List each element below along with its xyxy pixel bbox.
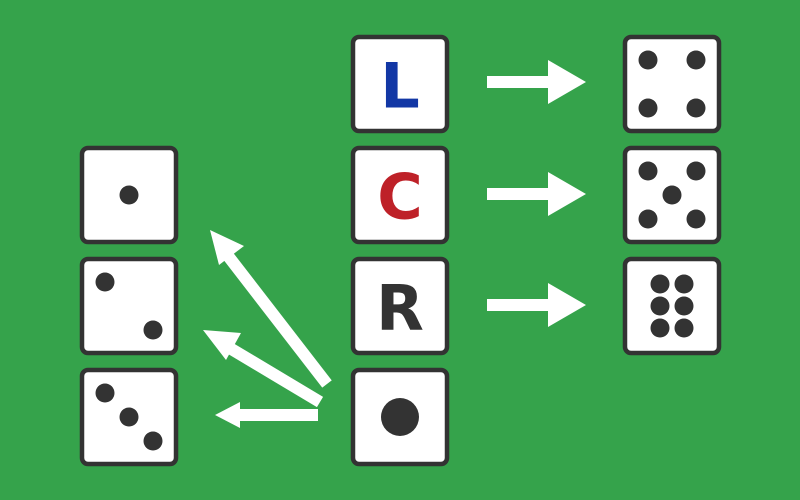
pip	[119, 185, 139, 205]
pip	[638, 98, 658, 118]
pip	[686, 161, 706, 181]
arrow-dot-to-one	[210, 230, 332, 388]
pip	[674, 274, 694, 294]
arrow-dot-to-three	[215, 402, 318, 428]
die-face-5	[622, 145, 722, 245]
die-face-4	[622, 34, 722, 134]
letter-R: R	[376, 272, 424, 345]
die-L: L	[350, 34, 450, 134]
pip	[650, 274, 670, 294]
die-R: R	[350, 256, 450, 356]
die-face-1	[79, 145, 179, 245]
pip	[674, 318, 694, 338]
pip	[381, 398, 419, 436]
die-C: C	[350, 145, 450, 245]
pip	[650, 296, 670, 316]
arrow-C-to-five	[487, 172, 586, 216]
letter-L: L	[380, 50, 420, 123]
pip	[638, 209, 658, 229]
arrow-L-to-four	[487, 60, 586, 104]
arrow-dot-to-two	[203, 330, 324, 408]
pip	[686, 50, 706, 70]
pip	[650, 318, 670, 338]
pip	[143, 431, 163, 451]
die-face-3	[79, 367, 179, 467]
pip	[95, 383, 115, 403]
die-face-2	[79, 256, 179, 356]
arrow-R-to-six	[487, 283, 586, 327]
pip	[638, 50, 658, 70]
pip	[686, 98, 706, 118]
pip	[143, 320, 163, 340]
pip	[686, 209, 706, 229]
pip	[674, 296, 694, 316]
pip	[638, 161, 658, 181]
pip	[662, 185, 682, 205]
pip	[95, 272, 115, 292]
die-face-6	[622, 256, 722, 356]
die-dot	[350, 367, 450, 467]
pip	[119, 407, 139, 427]
letter-C: C	[377, 161, 423, 234]
